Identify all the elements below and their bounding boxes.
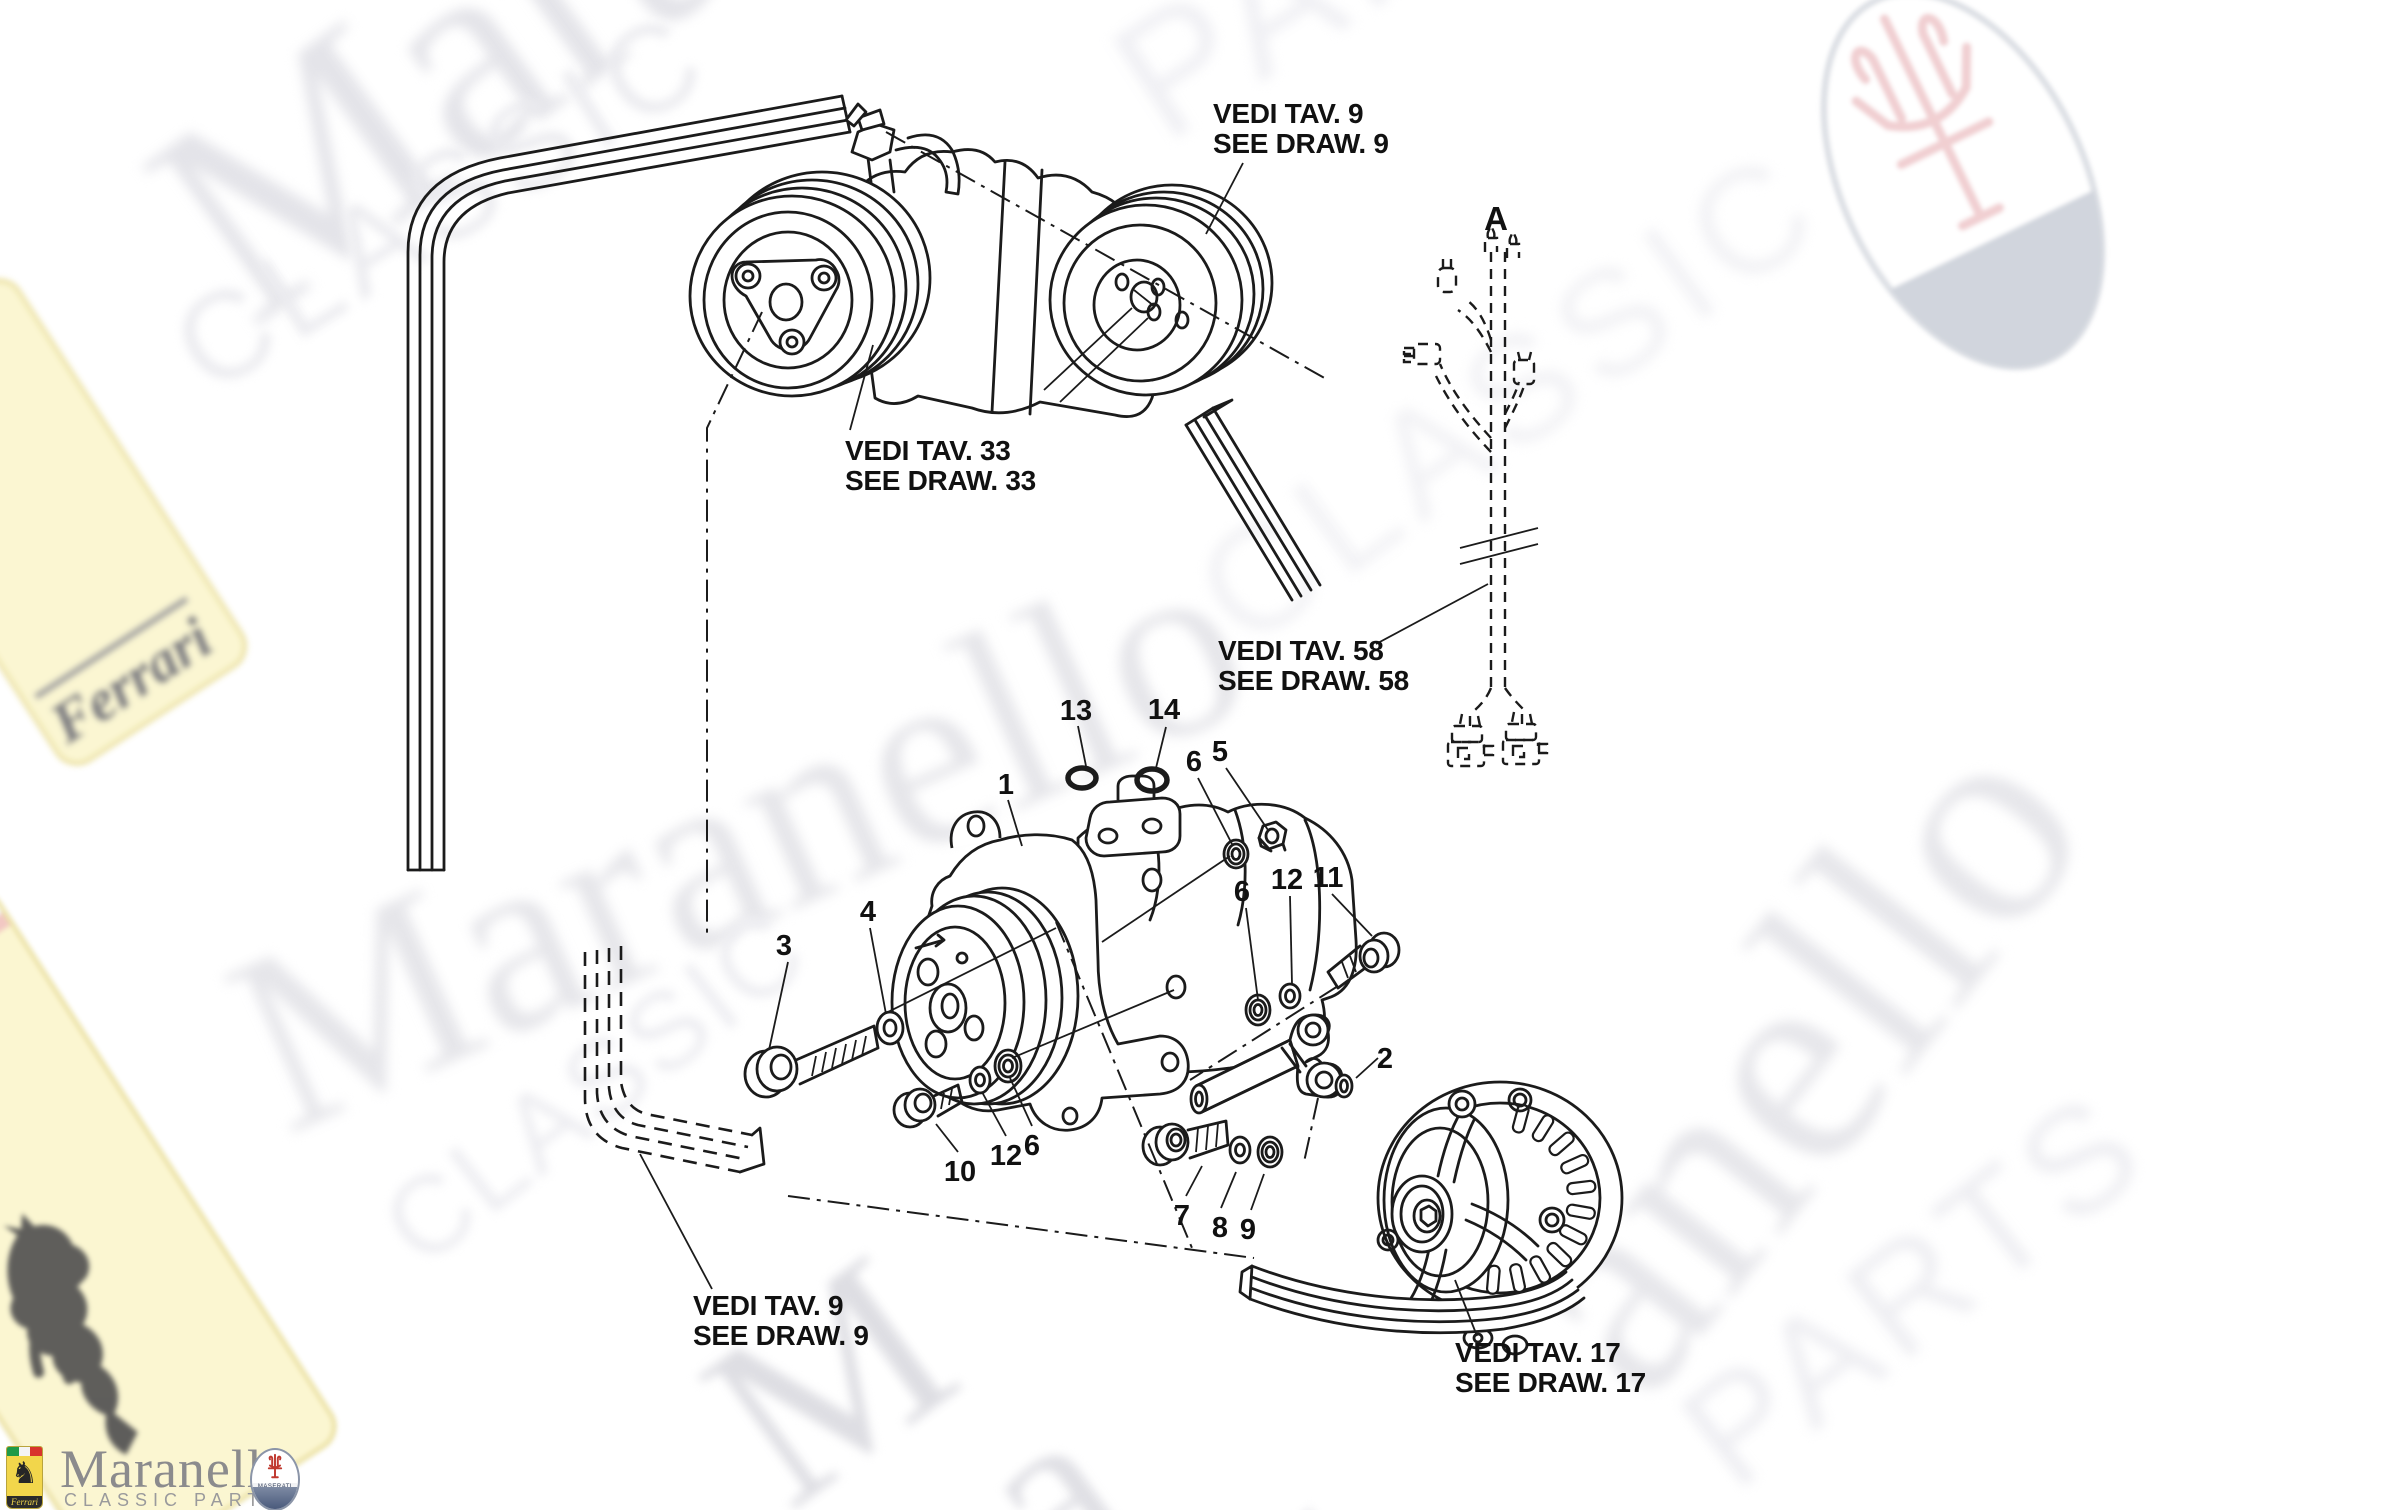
alternator-belt-drawing bbox=[1238, 1264, 1586, 1335]
oring-13-drawing bbox=[1065, 765, 1099, 791]
part-callout-10: 10 bbox=[943, 1156, 977, 1188]
maranello-classic-parts-logo: ♞ Ferrari Maranello CLASSIC PARTS MASERA… bbox=[0, 1438, 320, 1510]
prancing-horse-watermark bbox=[3, 1213, 138, 1455]
ref-tav9-bottom-line2: SEE DRAW. 9 bbox=[693, 1320, 869, 1351]
trident-watermark-icon bbox=[1851, 13, 2004, 231]
part-callout-12: 12 bbox=[989, 1140, 1023, 1172]
part-callout-6: 6 bbox=[1185, 746, 1203, 778]
part-callout-8: 8 bbox=[1211, 1212, 1229, 1244]
bolt-11-drawing bbox=[1326, 931, 1401, 990]
washer-9-drawing bbox=[1256, 1135, 1284, 1169]
washer-6a-drawing bbox=[1222, 838, 1250, 870]
compressor-drawing bbox=[890, 774, 1358, 1132]
wiring-harness-drawing bbox=[1402, 221, 1549, 768]
centerlines bbox=[706, 131, 1339, 1259]
crankshaft-pulley-drawing bbox=[1048, 183, 1274, 397]
ferrari-shield-watermark-bottom-body bbox=[0, 880, 347, 1510]
ferrari-script-label: Ferrari bbox=[7, 1496, 42, 1508]
ref-tav9-top-line2: SEE DRAW. 9 bbox=[1213, 128, 1389, 159]
prancing-horse-icon: ♞ bbox=[11, 1457, 38, 1490]
power-steering-belt-drawing bbox=[406, 94, 852, 872]
washer-4-drawing bbox=[875, 1010, 905, 1046]
part-callout-6: 6 bbox=[1233, 876, 1251, 908]
belt-segment-drawing bbox=[1184, 398, 1322, 602]
ghost-belt-drawing bbox=[583, 946, 766, 1174]
bolt-10-drawing bbox=[892, 1083, 964, 1129]
fasteners-drawing bbox=[743, 820, 1401, 1169]
ferrari-shield-logo: ♞ Ferrari bbox=[6, 1446, 43, 1509]
trident-icon bbox=[267, 1453, 283, 1479]
part-callout-12: 12 bbox=[1270, 864, 1304, 896]
part-callout-5: 5 bbox=[1211, 736, 1229, 768]
ferrari-shield-watermark-bottom bbox=[0, 880, 347, 1510]
part-callout-13: 13 bbox=[1059, 695, 1093, 727]
ref-tav17-line2: SEE DRAW. 17 bbox=[1455, 1367, 1646, 1398]
leader-lines bbox=[639, 162, 1489, 1337]
brand-subtitle: CLASSIC PARTS bbox=[64, 1490, 283, 1510]
part-callout-6: 6 bbox=[1023, 1130, 1041, 1162]
part-callout-3: 3 bbox=[775, 930, 793, 962]
part-callout-14: 14 bbox=[1147, 694, 1181, 726]
nut-5-drawing bbox=[1257, 820, 1288, 853]
washer-12b-drawing bbox=[1278, 982, 1302, 1010]
maserati-badge-bottom bbox=[252, 1486, 298, 1509]
part-callout-11: 11 bbox=[1312, 862, 1344, 894]
ref-tav9-bottom-line1: VEDI TAV. 9 bbox=[693, 1290, 844, 1321]
ref-tav17-line1: VEDI TAV. 17 bbox=[1455, 1337, 1621, 1368]
italian-flag-icon bbox=[7, 1447, 42, 1456]
ref-tav58-line1: VEDI TAV. 58 bbox=[1218, 635, 1384, 666]
ref-tav58-line2: SEE DRAW. 58 bbox=[1218, 665, 1409, 696]
part-callout-9: 9 bbox=[1239, 1214, 1257, 1246]
ref-tav33-line2: SEE DRAW. 33 bbox=[845, 465, 1036, 496]
part-callout-7: 7 bbox=[1173, 1200, 1191, 1232]
alternator-drawing bbox=[1376, 1080, 1624, 1356]
washer-12a-drawing bbox=[968, 1065, 992, 1095]
bolt-3-drawing bbox=[743, 1024, 880, 1099]
support-bracket-drawing bbox=[1189, 1013, 1354, 1115]
maserati-badge-logo: MASERATI bbox=[250, 1448, 300, 1510]
part-callout-1: 1 bbox=[997, 769, 1015, 801]
washer-6c-drawing bbox=[993, 1048, 1023, 1084]
oring-14-drawing bbox=[1134, 766, 1170, 794]
bolt-7-drawing bbox=[1141, 1119, 1230, 1167]
maserati-logo-watermark bbox=[1756, 0, 2170, 425]
ref-tav9-top-line1: VEDI TAV. 9 bbox=[1213, 98, 1364, 129]
section-label-a: A bbox=[1484, 200, 1508, 237]
ref-tav33-line1: VEDI TAV. 33 bbox=[845, 435, 1011, 466]
part-callout-2: 2 bbox=[1376, 1043, 1394, 1075]
part-callout-4: 4 bbox=[859, 896, 877, 928]
washer-8-drawing bbox=[1228, 1135, 1252, 1165]
